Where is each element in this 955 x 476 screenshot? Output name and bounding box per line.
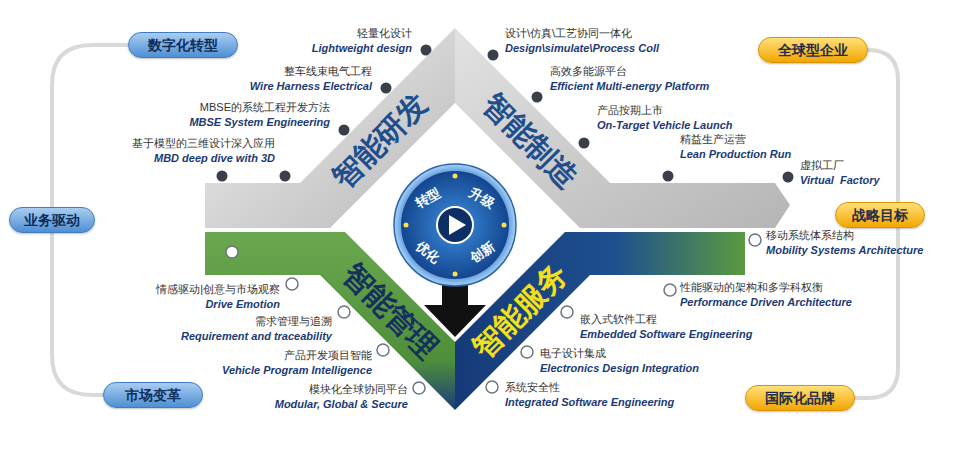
callout-text-en: Modular, Global & Secure: [275, 397, 408, 412]
callout-text-en: MBSE System Engineering: [189, 115, 330, 130]
callout-dot: [664, 284, 676, 296]
yellow-pill: 全球型企业: [758, 37, 868, 63]
star-dot: [453, 272, 458, 277]
callout-text-en: MBD deep dive with 3D: [132, 151, 275, 166]
callout-text-en: Design\simulate\Process Coll: [505, 41, 659, 56]
callout-dot: [286, 278, 298, 290]
callout-text-cn: 情感驱动|创意与市场观察: [156, 282, 280, 297]
callout-text-cn: 性能驱动的架构和多学科权衡: [680, 280, 852, 295]
callout-text-cn: 高效多能源平台: [550, 64, 709, 79]
callout-label: 性能驱动的架构和多学科权衡Performance Driven Architec…: [680, 280, 852, 310]
pill-label: 战略目标: [852, 207, 908, 223]
callout-label: 整车线束电气工程Wire Harness Electrical: [250, 64, 372, 94]
callout-text-cn: 设计\仿真\工艺协同一体化: [505, 26, 659, 41]
pill-label: 全球型企业: [778, 42, 848, 58]
pill-label: 市场变革: [125, 387, 181, 403]
callout-dot: [488, 50, 499, 61]
callout-label: 高效多能源平台Efficient Multi-energy Platform: [550, 64, 709, 94]
callout-label: 设计\仿真\工艺协同一体化Design\simulate\Process Col…: [505, 26, 659, 56]
callout-dot: [381, 83, 392, 94]
callout-text-cn: 系统安全性: [505, 380, 674, 395]
callout-dot: [749, 234, 761, 246]
star-dot: [453, 174, 458, 179]
callout-dot: [338, 306, 350, 318]
blue-pill: 业务驱动: [9, 207, 95, 233]
callout-text-cn: MBSE的系统工程开发方法: [189, 100, 330, 115]
blue-pill: 数字化转型: [128, 32, 238, 58]
callout-dot: [561, 306, 573, 318]
callout-label: 产品开发项目智能Vehicle Program Intelligence: [222, 348, 372, 378]
inner-disc: [401, 171, 509, 279]
callout-text-en: Electronics Design Integration: [540, 361, 699, 376]
callout-text-cn: 轻量化设计: [312, 26, 412, 41]
callout-text-cn: 基于模型的三维设计深入应用: [132, 136, 275, 151]
callout-label: 产品按期上市On-Target Vehicle Launch: [597, 103, 733, 133]
outer-ring: [394, 164, 516, 286]
callout-text-en: Embedded Software Engineering: [580, 327, 752, 342]
callout-text-en: Vehicle Program Intelligence: [222, 363, 372, 378]
callout-dot: [783, 172, 794, 183]
callout-text-cn: 虚拟工厂: [800, 158, 880, 173]
callout-text-en: Drive Emotion: [156, 297, 280, 312]
yellow-pill: 战略目标: [835, 202, 925, 228]
callout-text-cn: 产品按期上市: [597, 103, 733, 118]
callout-dot: [532, 92, 543, 103]
callout-text-cn: 整车线束电气工程: [250, 64, 372, 79]
callout-label: 轻量化设计Lightweight design: [312, 26, 412, 56]
pill-label: 业务驱动: [24, 212, 80, 228]
callout-text-en: Virtual Factory: [800, 173, 880, 188]
callout-label: 移动系统体系结构Mobility Systems Architecture: [766, 228, 923, 258]
callout-dot: [339, 125, 350, 136]
star-dot: [404, 223, 409, 228]
callout-dot: [377, 344, 389, 356]
callout-label: 嵌入式软件工程Embedded Software Engineering: [580, 312, 752, 342]
callout-label: 情感驱动|创意与市场观察Drive Emotion: [156, 282, 280, 312]
callout-text-cn: 需求管理与追溯: [181, 314, 332, 329]
callout-dot: [521, 346, 533, 358]
callout-text-en: Mobility Systems Architecture: [766, 243, 923, 258]
callout-dot: [486, 381, 498, 393]
callout-label: 电子设计集成Electronics Design Integration: [540, 346, 699, 376]
callout-text-cn: 嵌入式软件工程: [580, 312, 752, 327]
star-dot: [502, 223, 507, 228]
callout-dot: [280, 171, 291, 182]
callout-label: 系统安全性Integrated Software Engineering: [505, 380, 674, 410]
callout-text-en: Requirement and traceability: [181, 329, 332, 344]
callout-label: 虚拟工厂Virtual Factory: [800, 158, 880, 188]
callout-label: MBSE的系统工程开发方法MBSE System Engineering: [189, 100, 330, 130]
callout-dot: [217, 171, 228, 182]
callout-text-cn: 精益生产运营: [680, 132, 791, 147]
callout-dot: [413, 382, 425, 394]
callout-label: 精益生产运营Lean Production Run: [680, 132, 791, 162]
blue-pill: 市场变革: [103, 382, 203, 408]
callout-text-en: On-Target Vehicle Launch: [597, 118, 733, 133]
callout-label: 模块化全球协同平台Modular, Global & Secure: [275, 382, 408, 412]
callout-label: 基于模型的三维设计深入应用MBD deep dive with 3D: [132, 136, 275, 166]
callout-text-cn: 产品开发项目智能: [222, 348, 372, 363]
callout-text-cn: 移动系统体系结构: [766, 228, 923, 243]
callout-text-en: Wire Harness Electrical: [250, 79, 372, 94]
yellow-pill: 国际化品牌: [745, 385, 855, 411]
callout-text-en: Efficient Multi-energy Platform: [550, 79, 709, 94]
callout-text-cn: 电子设计集成: [540, 346, 699, 361]
callout-text-en: Performance Driven Architecture: [680, 295, 852, 310]
pill-label: 国际化品牌: [765, 390, 835, 406]
callout-text-cn: 模块化全球协同平台: [275, 382, 408, 397]
pill-label: 数字化转型: [148, 37, 218, 53]
play-triangle: [449, 215, 466, 235]
callout-dot: [579, 138, 590, 149]
play-icon: [437, 207, 473, 243]
callout-dot: [663, 171, 674, 182]
callout-text-en: Lean Production Run: [680, 147, 791, 162]
circle-shape: [393, 163, 517, 287]
callout-label: 需求管理与追溯Requirement and traceability: [181, 314, 332, 344]
callout-text-en: Integrated Software Engineering: [505, 395, 674, 410]
callout-dot: [226, 246, 238, 258]
center-circle: 转型升级创新优化: [393, 163, 517, 287]
callout-text-en: Lightweight design: [312, 41, 412, 56]
